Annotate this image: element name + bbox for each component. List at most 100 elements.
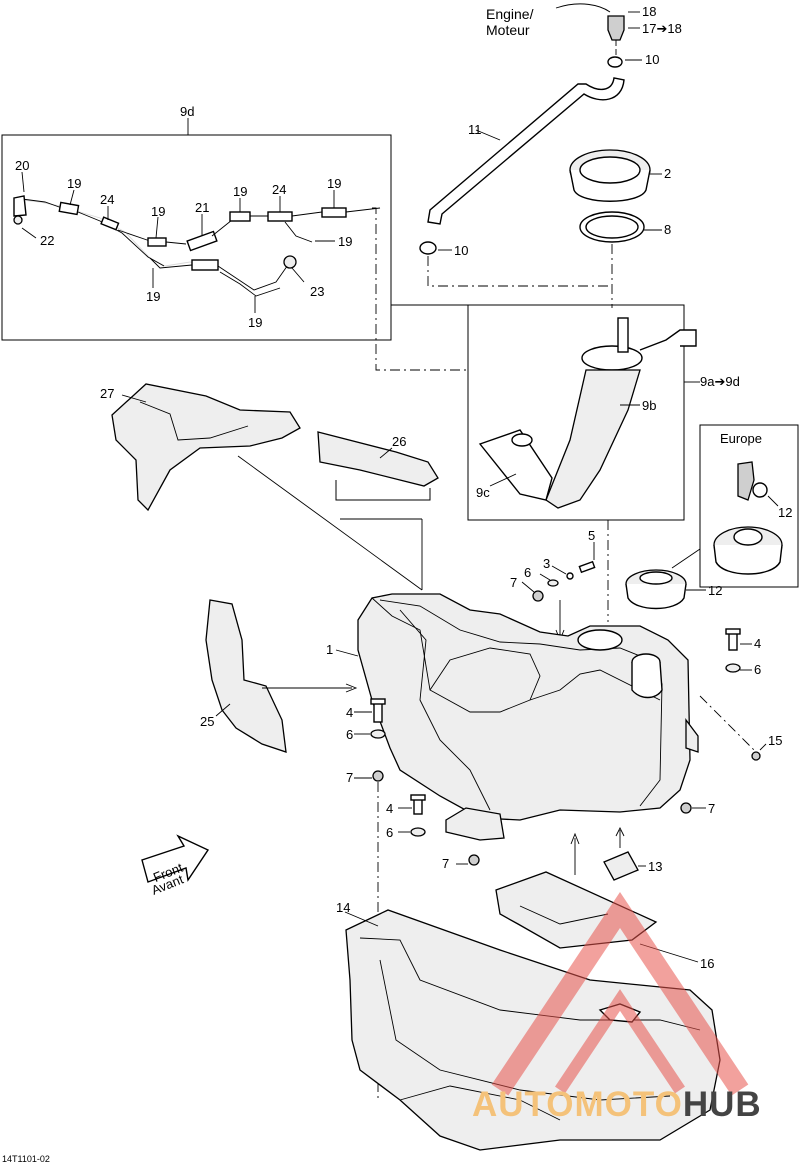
callout-13: 13 — [648, 859, 662, 874]
callout-9a-9d: 9a➔9d — [700, 374, 740, 389]
callout-7: 7 — [346, 770, 353, 785]
fuel-cap-top — [639, 571, 673, 585]
europe-label: Europe — [720, 431, 762, 446]
europe-cap-box: Europe 12 — [671, 424, 799, 588]
engine-label-line2: Moteur — [486, 22, 530, 38]
callout-6: 6 — [386, 825, 393, 840]
callout-15: 15 — [768, 733, 782, 748]
callout-7: 7 — [708, 801, 715, 816]
callout-25: 25 — [200, 714, 214, 729]
bolt-head — [370, 698, 386, 705]
vent-valve — [607, 15, 625, 41]
bottom-hardware: 4 6 7 — [386, 794, 480, 871]
watermark-triangle — [491, 891, 749, 1096]
detail-box-frame — [1, 134, 392, 341]
washer — [370, 729, 386, 739]
europe-box-frame — [699, 424, 799, 588]
callout-26: 26 — [392, 434, 406, 449]
front-direction-arrow: Front Avant — [141, 834, 210, 898]
spacer-13: 13 — [570, 826, 662, 881]
locking-cap-top — [733, 528, 763, 546]
tank-filler-neck-tube — [631, 661, 663, 699]
fuel-cap-body — [625, 583, 687, 610]
washer — [410, 827, 426, 837]
callout-22: 22 — [40, 233, 54, 248]
fuel-filter — [283, 255, 297, 269]
bolt — [578, 560, 596, 574]
callout-19: 19 — [146, 289, 160, 304]
callout-7: 7 — [510, 575, 517, 590]
nut — [680, 802, 692, 814]
tank-mount-tab — [445, 807, 505, 841]
callout-12: 12 — [778, 505, 792, 520]
pump-body — [545, 369, 641, 509]
pump-flange — [581, 345, 643, 371]
right-hardware: 4 6 15 7 — [680, 628, 782, 816]
vent-line-group: Engine/ Moteur 18 17➔18 10 11 10 — [419, 3, 682, 287]
filler-cap: 12 — [625, 569, 722, 610]
nut — [372, 770, 384, 782]
drawing-number: 14T1101-02 — [2, 1154, 50, 1164]
hose-segment — [229, 211, 251, 222]
watermark-part2: HUB — [683, 1085, 762, 1124]
washer — [547, 579, 559, 587]
nut — [468, 854, 480, 866]
bolt-head — [410, 794, 426, 801]
fuel-tank: 1 — [326, 593, 757, 841]
hose-tee — [267, 211, 293, 222]
lock-ring-inner — [579, 156, 641, 184]
clip — [751, 751, 761, 761]
bushing — [566, 572, 574, 580]
heat-shield-26: 26 — [317, 431, 439, 590]
callout-7: 7 — [442, 856, 449, 871]
bolt — [373, 701, 383, 723]
watermark-text: AUTOMOTOHUB — [472, 1085, 762, 1124]
detail-box-9d: 9d — [1, 104, 470, 371]
clamp — [13, 215, 23, 225]
pump-filter-sock — [478, 429, 553, 501]
callout-18: 18 — [642, 4, 656, 19]
callout-27: 27 — [100, 386, 114, 401]
callout-19: 19 — [248, 315, 262, 330]
heat-shield-side — [205, 599, 287, 753]
inline-valve — [191, 259, 219, 271]
fuel-pump-box: 9a➔9d 9b 9c — [391, 304, 740, 622]
callout-16: 16 — [700, 956, 714, 971]
callout-11: 11 — [468, 122, 482, 137]
heat-shield-strip — [317, 431, 439, 487]
watermark-triangle-inner — [555, 989, 685, 1094]
callout-5: 5 — [588, 528, 595, 543]
callout-19: 19 — [67, 176, 81, 191]
bolt-head — [725, 628, 741, 635]
front-arrow-shape — [141, 834, 210, 883]
hose-segment — [147, 237, 167, 247]
vent-hose — [427, 77, 625, 225]
tank-seal-inner — [585, 215, 639, 239]
lock-ring-group: 2 8 — [569, 149, 671, 308]
callout-6: 6 — [754, 662, 761, 677]
callout-10: 10 — [645, 52, 659, 67]
callout-1: 1 — [326, 642, 333, 657]
cap-latch — [752, 482, 768, 498]
callout-2: 2 — [664, 166, 671, 181]
heat-shield-27: 27 — [100, 383, 423, 591]
watermark-part1: AUTOMOTO — [472, 1085, 683, 1124]
callout-19: 19 — [233, 184, 247, 199]
tank-side-tab — [685, 718, 699, 753]
fuel-tank-body — [357, 593, 691, 821]
callout-4: 4 — [754, 636, 761, 651]
callout-14: 14 — [336, 900, 350, 915]
nut — [532, 590, 544, 602]
heat-shield — [111, 383, 301, 512]
callout-4: 4 — [386, 801, 393, 816]
top-hardware: 5 3 6 7 — [510, 528, 596, 642]
callout-9c: 9c — [476, 485, 490, 500]
hose-end — [321, 207, 347, 218]
heat-shield-25: 25 — [200, 599, 358, 753]
callout-8: 8 — [664, 222, 671, 237]
hose-segment — [58, 201, 80, 216]
hose-clamp — [419, 241, 437, 255]
callout-9b: 9b — [642, 398, 656, 413]
callout-4: 4 — [346, 705, 353, 720]
